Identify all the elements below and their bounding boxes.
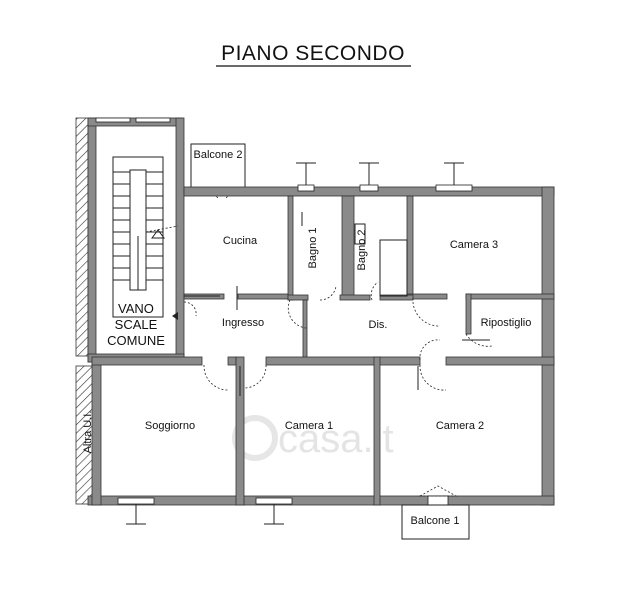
label-balcone-1: Balcone 1 xyxy=(411,515,460,527)
door-swings xyxy=(172,281,493,396)
label-bagno-1: Bagno 1 xyxy=(307,228,319,269)
interior-walls xyxy=(91,195,555,506)
label-altra-ui: Altra U.I. xyxy=(82,411,94,454)
label-camera-3: Camera 3 xyxy=(450,239,498,251)
party-wall-upper xyxy=(75,117,89,357)
entrance-arrow-icon xyxy=(172,312,178,320)
stair-arrow-icon xyxy=(151,229,165,239)
label-camera-1: Camera 1 xyxy=(285,420,333,432)
bathroom-fixtures xyxy=(301,212,408,297)
bottom-windows xyxy=(117,495,449,525)
label-cucina: Cucina xyxy=(223,235,258,247)
plan-title: PIANO SECONDO xyxy=(221,42,405,65)
balcony-2 xyxy=(190,143,246,199)
label-ripostiglio: Ripostiglio xyxy=(481,317,532,329)
label-ingresso: Ingresso xyxy=(222,317,264,329)
label-soggiorno: Soggiorno xyxy=(145,420,195,432)
exterior-walls xyxy=(87,186,555,506)
label-balcone-2: Balcone 2 xyxy=(194,149,243,161)
label-vano-line-2: SCALE xyxy=(115,317,158,332)
label-camera-2: Camera 2 xyxy=(436,420,484,432)
label-dis: Dis. xyxy=(369,319,388,331)
balcony-1 xyxy=(401,485,470,540)
staircase xyxy=(112,156,179,318)
label-bagno-2: Bagno 2 xyxy=(356,230,368,271)
label-vano-line-1: VANO xyxy=(118,301,154,316)
top-windows xyxy=(296,162,473,192)
watermark-logo-icon xyxy=(232,415,278,461)
label-vano-line-3: COMUNE xyxy=(107,333,165,348)
